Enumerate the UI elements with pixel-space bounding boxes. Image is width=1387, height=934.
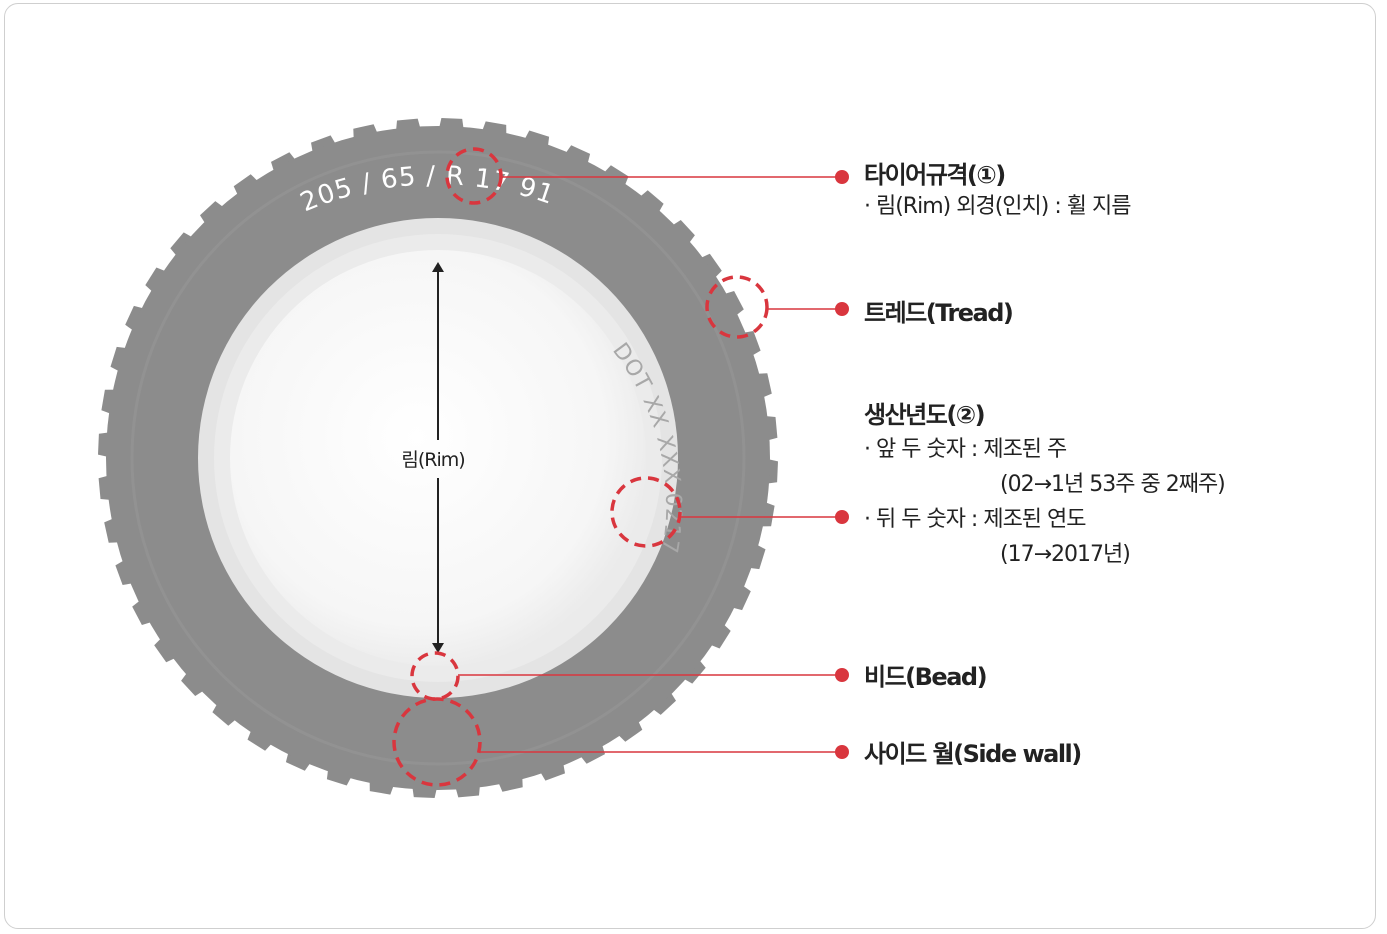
production-date-dot	[835, 510, 849, 524]
tire-size-title: 타이어규격(①)	[864, 161, 1006, 189]
tire-groove	[130, 150, 746, 766]
sidewall-highlight	[392, 697, 482, 787]
production-date-highlight	[610, 476, 682, 548]
tire-size-dot	[835, 170, 849, 184]
production-year-example: (17→2017년)	[1000, 542, 1131, 567]
tire-size-highlight	[445, 147, 503, 205]
production-week-example: (02→1년 53주 중 2째주)	[1000, 472, 1226, 497]
tread-title: 트레드(Tread)	[864, 299, 1014, 327]
bead-highlight	[410, 651, 460, 701]
bead-dot	[835, 668, 849, 682]
production-week-desc: · 앞 두 숫자 : 제조된 주	[864, 437, 1067, 462]
bead-title: 비드(Bead)	[864, 663, 988, 691]
tread-dot	[835, 302, 849, 316]
tread-highlight	[705, 275, 769, 339]
production-year-desc: · 뒤 두 숫자 : 제조된 연도	[864, 507, 1087, 532]
rim-area	[230, 250, 646, 666]
production-year-title: 생산년도(②)	[864, 401, 986, 429]
sidewall-dot	[835, 745, 849, 759]
tire-size-desc: · 림(Rim) 외경(인치) : 휠 지름	[864, 194, 1131, 219]
rim-label: 림(Rim)	[401, 449, 464, 471]
sidewall-title: 사이드 월(Side wall)	[864, 740, 1082, 768]
